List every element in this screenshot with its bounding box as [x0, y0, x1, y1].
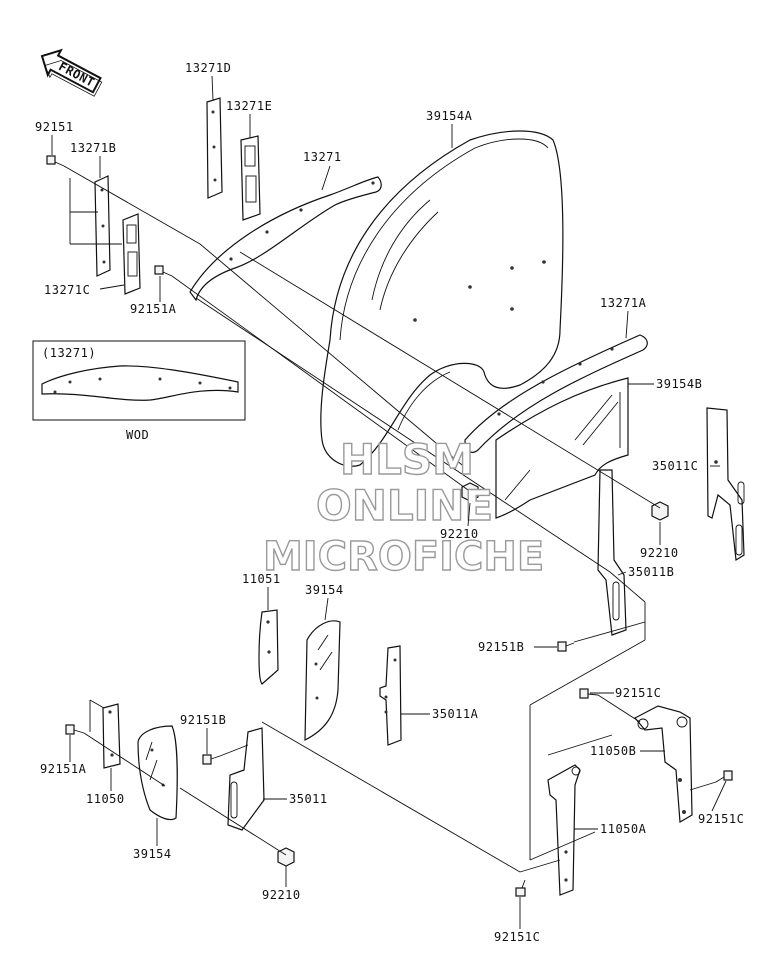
- label-11050B: 11050B: [590, 744, 636, 758]
- label-92210-bottom: 92210: [262, 888, 301, 902]
- plate-13271D: [206, 97, 223, 199]
- label-92151B-left: 92151B: [180, 713, 226, 727]
- label-35011: 35011: [289, 792, 328, 806]
- plate-11050: [102, 703, 121, 769]
- inset-box: (13271): [32, 340, 246, 421]
- label-39154A: 39154A: [426, 109, 473, 123]
- bracket-35011B: [597, 469, 627, 636]
- label-92151A-left: 92151A: [40, 762, 87, 776]
- watermark-line-2: ONLINE: [316, 481, 493, 530]
- label-13271B: 13271B: [70, 141, 116, 155]
- plate-13271E: [240, 135, 261, 221]
- front-arrow-label: FRONT: [56, 59, 97, 89]
- inset-caption: WOD: [126, 428, 149, 442]
- watermark-line-1: HLSM: [340, 435, 474, 484]
- watermark-line-3: MICROFICHE: [263, 534, 544, 580]
- part-labels: 13271D 13271E 92151 13271B 13271 39154A …: [35, 61, 744, 944]
- label-92210-right: 92210: [640, 546, 679, 560]
- plate-11051: [258, 609, 279, 685]
- label-92151B-right: 92151B: [478, 640, 524, 654]
- label-35011A: 35011A: [432, 707, 479, 721]
- trim-13271: [189, 176, 382, 302]
- label-92151C-bottom: 92151C: [494, 930, 540, 944]
- watermark: HLSM ONLINE MICROFICHE: [262, 434, 545, 580]
- label-13271E: 13271E: [226, 99, 272, 113]
- front-arrow: FRONT: [40, 48, 103, 97]
- label-92151: 92151: [35, 120, 74, 134]
- label-92151C-right: 92151C: [698, 812, 744, 826]
- deflector-39154-mid: [304, 620, 341, 741]
- windshield-39154A: [320, 130, 564, 467]
- relation-lines: [63, 165, 717, 873]
- bolt-92151B-right: [557, 641, 575, 652]
- nut-92210-right: [651, 501, 669, 521]
- inset-title: (13271): [42, 346, 96, 360]
- leader-lines: [51, 75, 727, 929]
- trim-13271A: [464, 334, 648, 453]
- nut-92210-center: [461, 482, 479, 502]
- label-13271D: 13271D: [185, 61, 231, 75]
- bolt-92151C-top: [579, 688, 599, 699]
- label-35011C: 35011C: [652, 459, 698, 473]
- label-92210-center: 92210: [440, 527, 479, 541]
- label-13271A: 13271A: [600, 296, 647, 310]
- label-39154B: 39154B: [656, 377, 702, 391]
- bolt-92151B-left: [202, 754, 221, 765]
- bolt-92151C-bottom: [515, 879, 526, 897]
- bracket-11050A: [547, 764, 581, 896]
- bracket-35011: [227, 727, 265, 831]
- plate-13271C: [122, 213, 141, 295]
- label-11051: 11051: [242, 572, 281, 586]
- deflector-39154-left: [137, 725, 178, 821]
- plate-13271B: [94, 175, 111, 277]
- label-92151A-top: 92151A: [130, 302, 177, 316]
- bolt-92151A-top: [154, 265, 173, 277]
- label-11050: 11050: [86, 792, 125, 806]
- bracket-35011C: [706, 407, 745, 562]
- nut-92210-bottom: [277, 847, 295, 867]
- label-13271: 13271: [303, 150, 342, 164]
- bolt-92151: [46, 155, 65, 167]
- label-35011B: 35011B: [628, 565, 674, 579]
- label-92151C-top: 92151C: [615, 686, 661, 700]
- bolt-92151C-right: [715, 770, 733, 783]
- label-13271C: 13271C: [44, 283, 90, 297]
- bolt-92151A-left: [65, 724, 85, 735]
- bracket-35011A: [379, 645, 402, 746]
- bracket-11050B: [634, 705, 693, 824]
- label-39154-left: 39154: [133, 847, 172, 861]
- label-11050A: 11050A: [600, 822, 647, 836]
- label-39154-mid: 39154: [305, 583, 344, 597]
